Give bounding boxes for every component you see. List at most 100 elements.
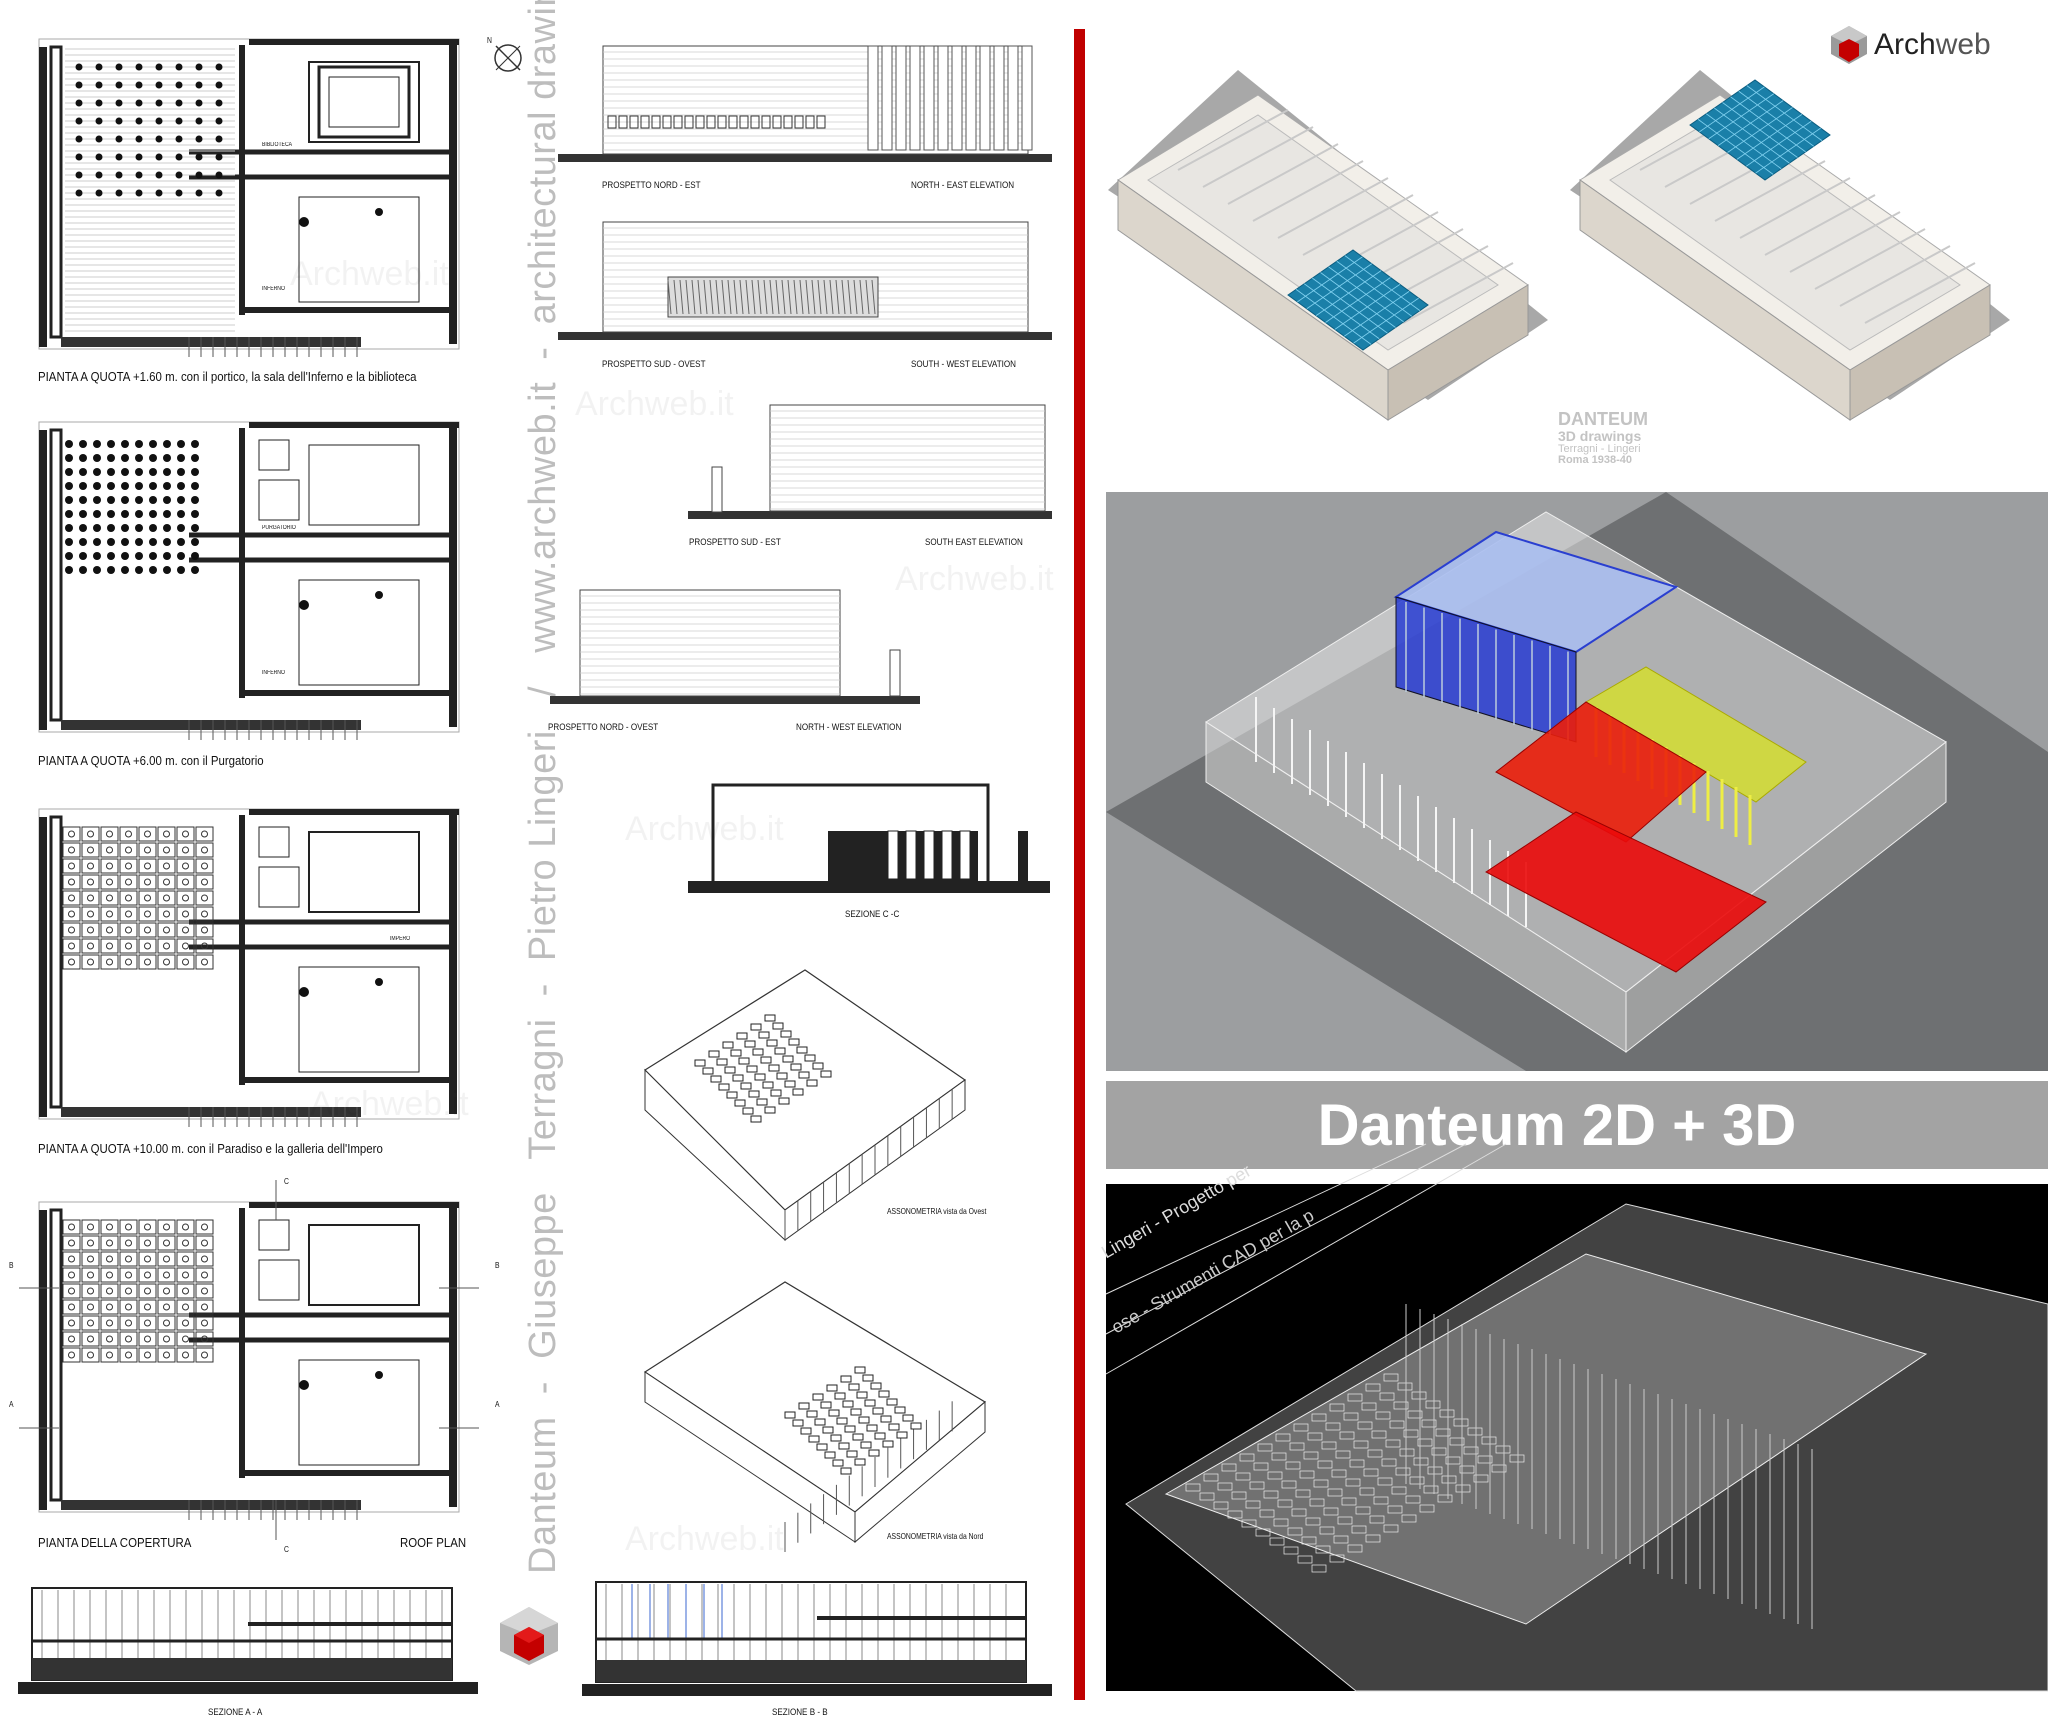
column [175,99,183,107]
column [149,454,157,462]
column [177,566,185,574]
column [125,862,132,870]
column [121,510,129,518]
glass-cell [157,938,176,954]
glass-cell [798,1071,810,1079]
wall [249,422,459,428]
wireframe-cell [1399,1448,1415,1457]
column [135,171,143,179]
wall [249,1202,459,1208]
facade [579,589,841,697]
glass-cell [744,1040,756,1048]
relief-figure [733,279,738,315]
glass-cell [710,1075,722,1083]
glass-cell [157,826,176,842]
wall [39,47,47,347]
glass-grid [1755,127,1821,174]
column [163,894,170,902]
wall [239,690,457,696]
section-c-c-label: SEZIONE C -C [845,909,900,920]
glass-cell [732,1074,744,1082]
glass-cell [862,1374,874,1382]
wireframe-cell [1255,1528,1271,1537]
column [106,1335,113,1343]
room [298,966,420,1073]
glass-cell [157,922,176,938]
column [195,117,203,125]
glass-grid [1325,277,1391,323]
glass-cell [100,858,119,874]
wireframe-cell [1263,1490,1279,1499]
column [163,454,171,462]
pier-line [1202,126,1314,188]
column [68,1271,75,1279]
column [155,99,163,107]
roof-plan [19,1180,479,1540]
pier-line [1177,109,1289,171]
column [106,910,113,918]
column [95,81,103,89]
column [215,117,223,125]
glass-cell [176,1235,195,1251]
column [68,1319,75,1327]
column [182,830,189,838]
column [79,566,87,574]
wireframe-cell [1379,1392,1395,1401]
column [135,117,143,125]
column [115,135,123,143]
wireframe-cell [1343,1412,1359,1421]
column [155,153,163,161]
glass-cell [100,1347,119,1363]
column [87,1351,94,1359]
column [121,468,129,476]
window [684,115,694,129]
pier [867,45,879,151]
pier-line [1252,160,1364,222]
glass-cell [756,1098,768,1106]
relief-figure [697,279,702,315]
relief-figure [679,279,684,315]
glass-cell [195,1251,214,1267]
glass-cell [176,874,195,890]
glass-cell [746,1065,758,1073]
side-wall [1387,284,1529,421]
plan-level-6-00 [38,421,460,740]
column [107,510,115,518]
column [163,958,170,966]
glass-cell [138,906,157,922]
column [195,171,203,179]
column [75,135,83,143]
column [125,1255,132,1263]
glass-cell [138,1347,157,1363]
column [106,1223,113,1231]
pier-line [1814,228,1926,290]
brand-name-light: web [1935,28,1991,61]
wireframe-cell [1509,1454,1525,1463]
column [144,846,151,854]
section-marker-b-left: B [9,1261,14,1270]
wall [61,337,361,347]
column [125,926,132,934]
wireframe-cell [1421,1419,1437,1428]
column [149,538,157,546]
glass-cell [138,890,157,906]
column [144,1223,151,1231]
column [93,482,101,490]
wireframe-cell [1467,1427,1483,1436]
section-c-c [688,783,1050,893]
relief-figure [745,279,750,315]
wireframe-cell [1455,1484,1471,1493]
brand-name-bold: Arch [1874,28,1936,61]
glass-cell [195,1347,214,1363]
glass-cell [764,1106,776,1114]
column [68,1351,75,1359]
column [149,510,157,518]
column [68,926,75,934]
room [258,826,290,858]
column [79,510,87,518]
glass-cell [844,1425,856,1433]
wall [239,1077,457,1083]
column [87,1223,94,1231]
room [328,76,400,128]
column [195,189,203,197]
